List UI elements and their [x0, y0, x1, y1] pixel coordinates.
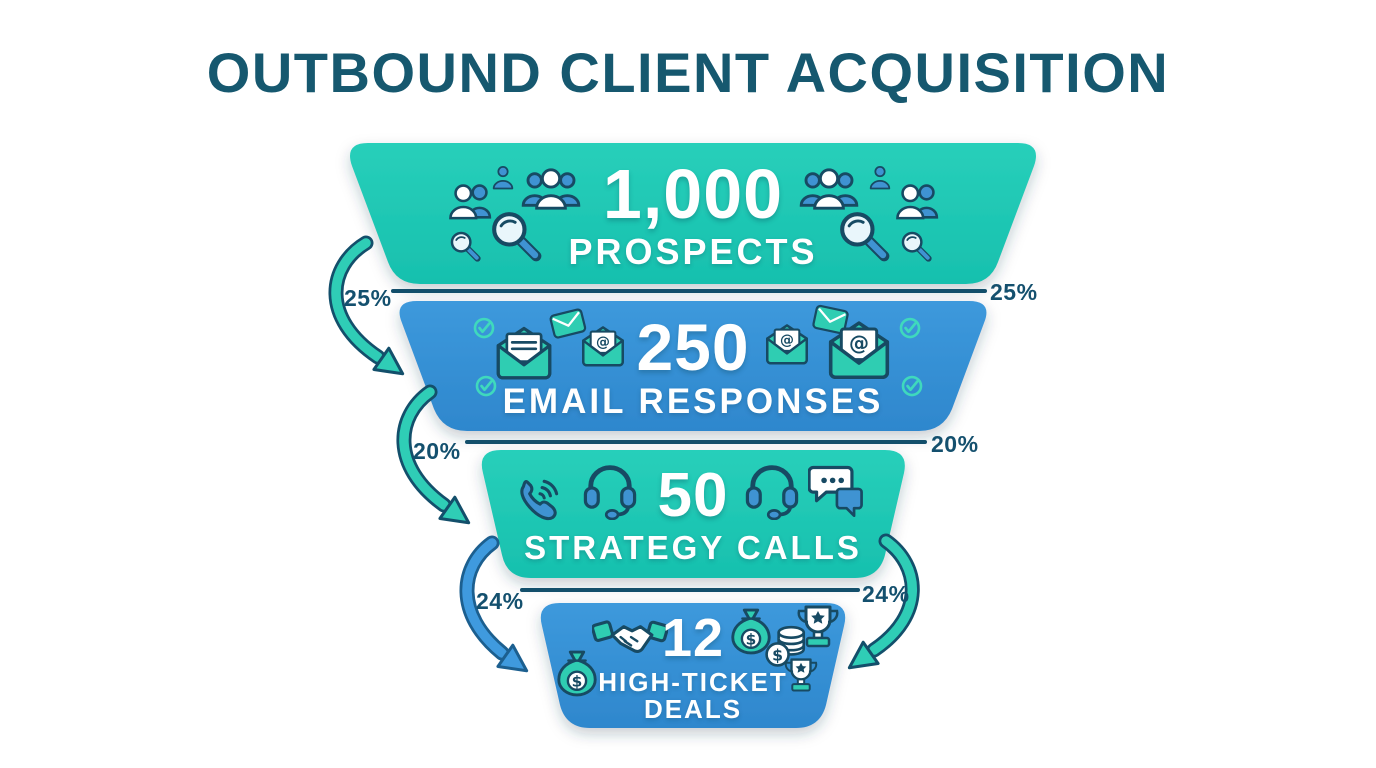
open-envelope-icon	[496, 326, 552, 380]
conversion-rate-2-left: 20%	[413, 438, 461, 464]
conversion-rate-2-right: 20%	[931, 431, 979, 457]
conversion-arrow-1-left	[328, 235, 405, 376]
conversion-rate-3-left: 24%	[476, 588, 524, 614]
conversion-rate-1-left: 25%	[344, 285, 392, 311]
funnel-stage-3-shape	[481, 450, 905, 578]
conversion-arrow-3-left	[459, 535, 529, 673]
conversion-arrow-3-right	[847, 533, 920, 670]
conversion-arrow-2-left	[396, 384, 471, 525]
conversion-rate-1-right: 25%	[990, 279, 1038, 305]
page-title: OUTBOUND CLIENT ACQUISITION	[206, 41, 1170, 104]
conversion-rate-3-right: 24%	[862, 581, 910, 607]
